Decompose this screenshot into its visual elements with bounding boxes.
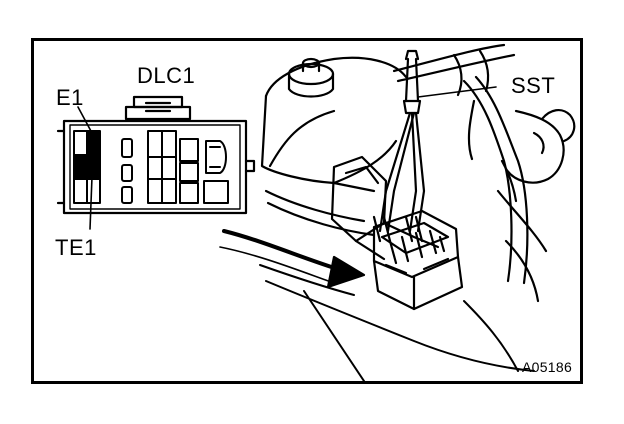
background-contours	[259, 264, 535, 381]
engine-block-outline	[260, 56, 408, 237]
terminal-e1-fill	[87, 131, 100, 155]
engine-bay-illustration	[56, 43, 576, 381]
figure-frame: DLC1 E1 TE1 SST A05186	[31, 38, 583, 384]
figure-code: A05186	[522, 359, 573, 375]
sst-label: SST	[511, 73, 556, 98]
pointer-arrow	[219, 229, 366, 289]
highlighted-terminals	[74, 131, 100, 179]
sst-leader	[417, 86, 497, 98]
te1-label: TE1	[55, 235, 97, 260]
e1-label: E1	[56, 85, 84, 110]
dlc1-label: DLC1	[137, 63, 196, 88]
dlc1-inset	[56, 95, 256, 215]
terminal-te1-fill	[74, 155, 87, 179]
terminal-leaders	[77, 106, 93, 230]
reservoir-cap	[287, 57, 335, 98]
sst-jumper-wire	[372, 49, 426, 243]
terminal-te1-upper-fill	[87, 155, 100, 179]
